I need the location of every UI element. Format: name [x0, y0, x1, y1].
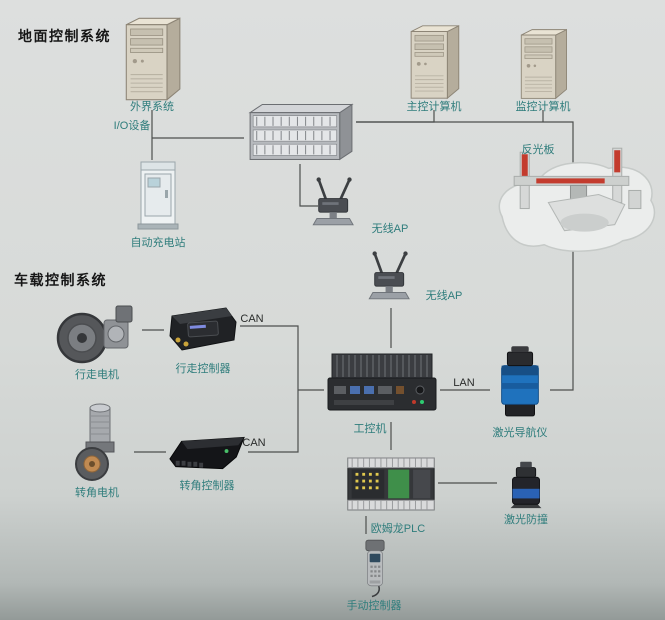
line-can-bus — [240, 325, 299, 453]
wireless-ap-vehicle-label: 无线AP — [425, 290, 463, 302]
io-device-label: I/O设备 — [113, 120, 151, 132]
wheel-motor-icon — [54, 296, 142, 368]
manual-controller-label: 手动控制器 — [346, 600, 402, 612]
travel-motor-label: 行走电机 — [75, 369, 119, 381]
computer-tower-icon — [402, 22, 466, 102]
section-title-ground: 地面控制系统 — [18, 28, 111, 44]
laser-navigator-device — [490, 344, 550, 424]
wireless-ap-icon — [362, 248, 420, 308]
computer-tower-icon — [116, 14, 188, 104]
section-title-vehicle: 车载控制系统 — [14, 272, 107, 288]
monitor-computer-device — [512, 26, 574, 102]
wireless-ap-ground-label: 无线AP — [371, 223, 409, 235]
small-laser-scanner-icon — [497, 456, 555, 510]
manual-controller-device — [349, 534, 401, 598]
cylinder-motor-icon — [62, 400, 134, 484]
laser-anticollision-device — [497, 456, 555, 510]
charging-station-device — [132, 158, 184, 232]
plc-icon — [344, 450, 438, 516]
reflector-gantry-device — [486, 136, 662, 262]
line-right-bus-to-laser-nav — [356, 121, 574, 391]
wireless-ap-icon — [306, 174, 364, 234]
flat-controller-icon — [166, 430, 248, 476]
industrial-pc-label: 工控机 — [353, 423, 387, 435]
steering-controller-device — [166, 430, 248, 476]
reflector-board-label: 反光板 — [521, 144, 555, 156]
line-switch-to-ap-ground — [299, 164, 318, 207]
can-bus-label-travel: CAN — [240, 313, 264, 325]
computer-tower-icon — [512, 26, 574, 102]
industrial-pc-device — [324, 348, 440, 422]
rack-switch-icon — [244, 102, 356, 164]
charging-cabinet-icon — [132, 158, 184, 232]
laser-scanner-icon — [490, 344, 550, 424]
network-switch-device — [244, 102, 356, 164]
travel-controller-label: 行走控制器 — [175, 363, 231, 375]
gantry-machine-icon — [486, 136, 662, 262]
travel-motor-device — [54, 296, 142, 368]
omron-plc-device — [344, 450, 438, 516]
lan-label: LAN — [453, 377, 475, 389]
handheld-terminal-icon — [349, 534, 401, 598]
steering-controller-label: 转角控制器 — [179, 480, 235, 492]
omron-plc-label: 欧姆龙PLC — [370, 523, 426, 535]
external-system-device — [116, 14, 188, 104]
monitor-computer-label: 监控计算机 — [515, 101, 571, 113]
motor-controller-icon — [164, 300, 240, 356]
laser-anticollision-label: 激光防撞 — [504, 514, 548, 526]
charging-station-label: 自动充电站 — [130, 237, 186, 249]
main-computer-label: 主控计算机 — [406, 101, 462, 113]
main-computer-device — [402, 22, 466, 102]
travel-controller-device — [164, 300, 240, 356]
steering-motor-device — [62, 400, 134, 484]
wireless-ap-ground-device — [306, 174, 364, 234]
steering-motor-label: 转角电机 — [75, 487, 119, 499]
external-system-label: 外界系统 — [130, 101, 174, 113]
can-bus-label-steering: CAN — [242, 437, 266, 449]
laser-navigator-label: 激光导航仪 — [492, 427, 548, 439]
industrial-pc-icon — [324, 348, 440, 422]
wireless-ap-vehicle-device — [362, 248, 420, 308]
